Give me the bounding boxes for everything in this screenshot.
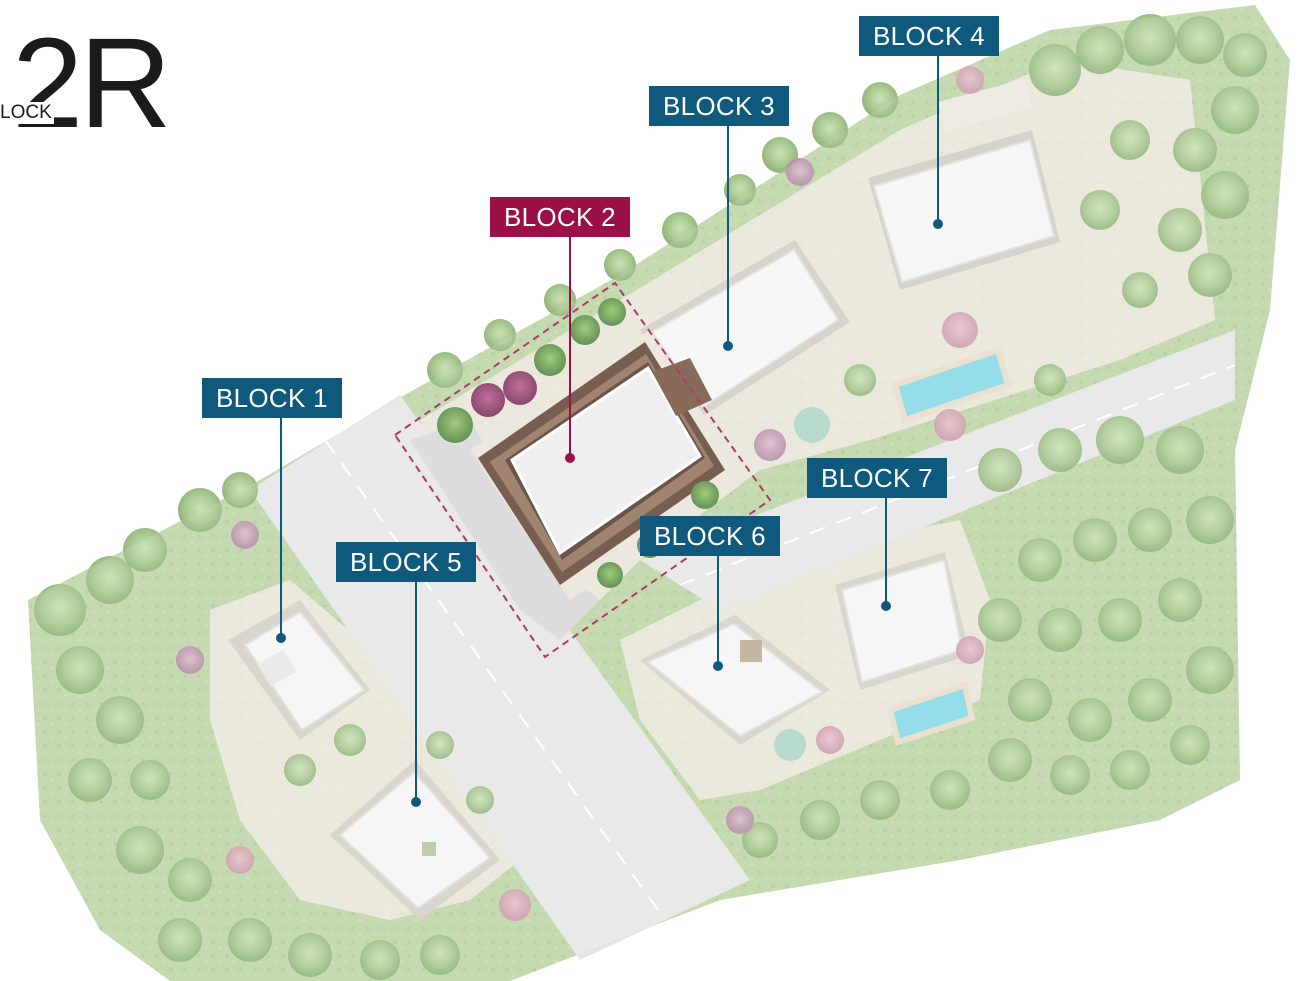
brand-logo-mark: 2R <box>12 12 172 155</box>
block-4-marker[interactable] <box>933 219 943 229</box>
block-2-label[interactable]: BLOCK 2 <box>490 197 630 237</box>
block-3-marker[interactable] <box>723 341 733 351</box>
block-3-label[interactable]: BLOCK 3 <box>649 86 789 126</box>
block-7-leader-line <box>885 496 887 606</box>
block-1-label[interactable]: BLOCK 1 <box>202 378 342 418</box>
block-2-marker[interactable] <box>565 453 575 463</box>
block-1-marker[interactable] <box>276 633 286 643</box>
block-7-marker[interactable] <box>881 601 891 611</box>
block-7-label[interactable]: BLOCK 7 <box>807 458 947 498</box>
block-5-marker[interactable] <box>411 797 421 807</box>
brand-logo-fragment: LOCK <box>0 102 54 124</box>
block-5-label[interactable]: BLOCK 5 <box>336 542 476 582</box>
block-1-leader-line <box>280 416 282 638</box>
block-4-label[interactable]: BLOCK 4 <box>859 16 999 56</box>
block-6-marker[interactable] <box>713 661 723 671</box>
brand-logo: 2R LOCK <box>0 20 180 160</box>
block-5-leader-line <box>415 580 417 802</box>
block-4-leader-line <box>937 54 939 224</box>
block-6-label[interactable]: BLOCK 6 <box>640 516 780 556</box>
block-2-leader-line <box>569 236 571 458</box>
block-6-leader-line <box>717 554 719 666</box>
block-3-leader-line <box>727 124 729 346</box>
